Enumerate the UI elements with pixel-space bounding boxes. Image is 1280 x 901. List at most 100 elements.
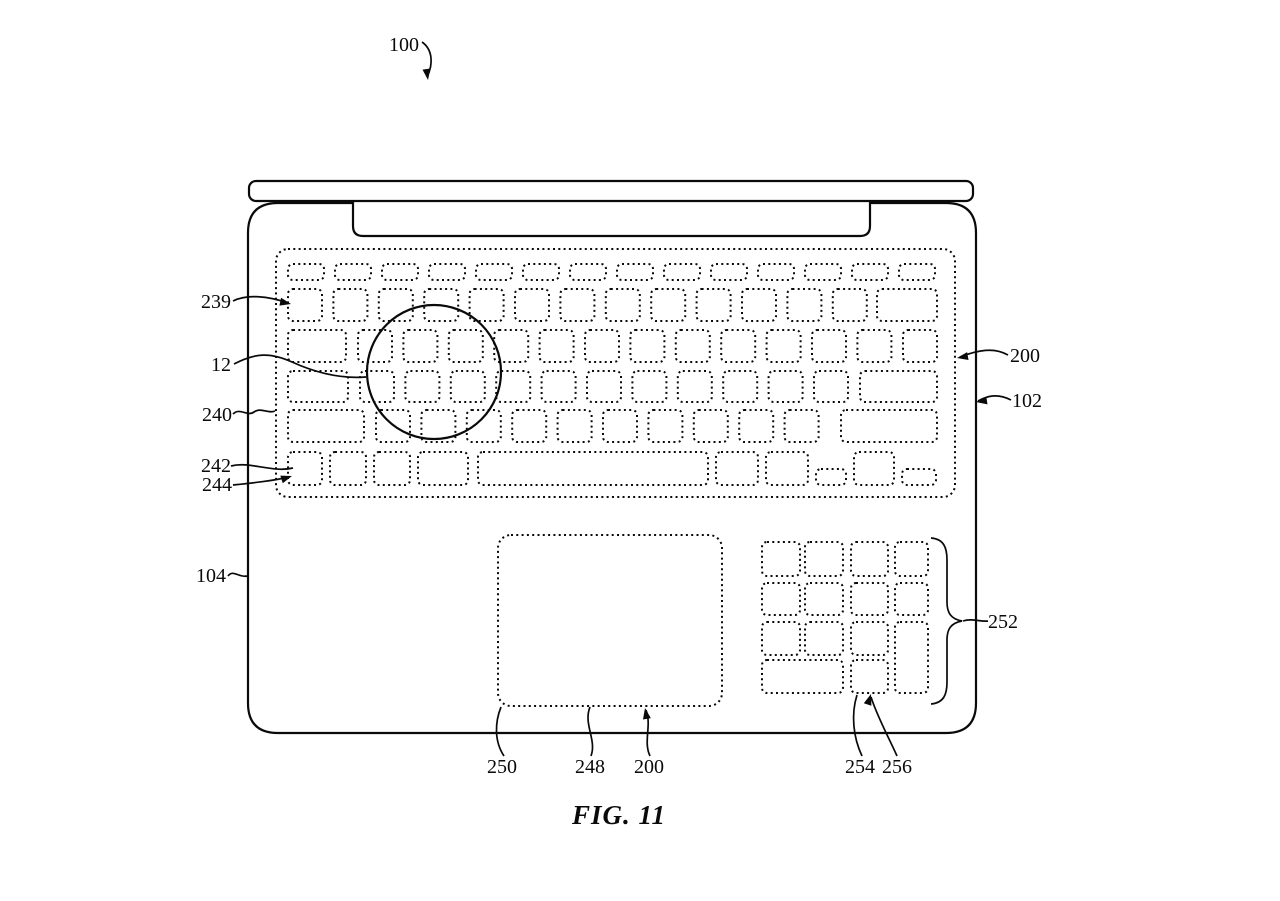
keyboard-key bbox=[559, 288, 596, 322]
keyboard-key bbox=[287, 370, 349, 403]
keyboard-key bbox=[449, 370, 486, 403]
arrowhead-256 bbox=[863, 694, 872, 706]
leader-250 bbox=[495, 706, 505, 757]
keyboard-key bbox=[586, 370, 622, 403]
keyboard-key bbox=[420, 409, 457, 443]
leader-239 bbox=[232, 295, 289, 304]
ref-label-200-keyboard: 200 bbox=[1010, 345, 1040, 367]
numpad-key bbox=[894, 582, 929, 616]
keyboard-key bbox=[465, 409, 502, 443]
ref-label-200-trackpad: 200 bbox=[634, 756, 664, 778]
leader-244 bbox=[232, 476, 290, 486]
keyboard-key bbox=[287, 451, 323, 486]
keyboard-key bbox=[495, 370, 532, 403]
keyboard-key bbox=[859, 370, 938, 403]
key-detail-circle bbox=[365, 303, 503, 441]
leader-lines bbox=[227, 41, 1012, 757]
keyboard-key bbox=[813, 370, 849, 403]
ref-label-248: 248 bbox=[575, 756, 605, 778]
numpad-key bbox=[761, 621, 801, 656]
keyboard-key bbox=[514, 288, 550, 322]
reference-labels: 100 239 12 240 242 244 104 200 102 252 2… bbox=[196, 34, 1042, 778]
keyboard-key bbox=[381, 263, 419, 281]
keyboard-key bbox=[493, 329, 530, 363]
ref-label-252: 252 bbox=[988, 611, 1018, 633]
ref-label-239: 239 bbox=[201, 291, 231, 313]
leader-242 bbox=[230, 463, 294, 471]
numpad-key bbox=[804, 621, 844, 656]
arrowhead-244 bbox=[280, 475, 292, 484]
keyboard-key bbox=[851, 263, 889, 281]
numpad-key bbox=[850, 659, 889, 694]
ref-label-244: 244 bbox=[202, 474, 232, 496]
keyboard-key bbox=[538, 329, 575, 363]
keyboard-key bbox=[522, 263, 560, 281]
keyboard-key bbox=[375, 409, 411, 443]
keyboard-key bbox=[511, 409, 548, 443]
keyboard-key bbox=[417, 451, 469, 486]
arrowhead-200-trackpad bbox=[642, 708, 651, 720]
keyboard-key bbox=[765, 329, 802, 363]
trackpad bbox=[497, 534, 723, 707]
keyboard-key bbox=[332, 288, 369, 322]
keyboard-key bbox=[287, 263, 325, 281]
numpad-key bbox=[850, 541, 889, 577]
numpad-key bbox=[894, 541, 929, 577]
keyboard-key bbox=[676, 370, 713, 403]
leader-254 bbox=[852, 694, 863, 757]
keyboard-key bbox=[334, 263, 372, 281]
ref-label-256: 256 bbox=[882, 756, 912, 778]
keyboard-key bbox=[287, 409, 365, 443]
ref-label-242: 242 bbox=[201, 455, 231, 477]
keyboard-key bbox=[695, 288, 732, 322]
numpad-key bbox=[804, 541, 844, 577]
keyboard-key bbox=[898, 263, 936, 281]
keyboard-key bbox=[404, 370, 441, 403]
keyboard-key bbox=[329, 451, 367, 486]
keyboard-key bbox=[357, 329, 393, 363]
keyboard-key bbox=[856, 329, 893, 363]
ref-label-240: 240 bbox=[202, 404, 232, 426]
keyboard-key bbox=[647, 409, 684, 443]
leader-240 bbox=[232, 409, 276, 415]
ref-label-254: 254 bbox=[845, 756, 875, 778]
keyboard-key bbox=[674, 329, 711, 363]
keyboard-key bbox=[722, 370, 759, 403]
leader-104 bbox=[227, 572, 248, 578]
numpad-key bbox=[761, 659, 844, 694]
numpad-key bbox=[894, 621, 929, 694]
ref-label-102: 102 bbox=[1012, 390, 1042, 412]
numpad-key bbox=[850, 582, 889, 616]
keyboard-key bbox=[287, 288, 323, 322]
arrowhead-102 bbox=[976, 396, 988, 405]
keyboard-key bbox=[287, 329, 347, 363]
keyboard-key bbox=[475, 263, 513, 281]
leader-12 bbox=[233, 354, 367, 379]
numpad-brace bbox=[930, 537, 963, 705]
laptop-drawing bbox=[246, 179, 978, 735]
keyboard-key bbox=[902, 329, 938, 363]
keyboard-key bbox=[602, 409, 638, 443]
keyboard-key bbox=[604, 288, 641, 322]
keyboard-key bbox=[629, 329, 666, 363]
leader-256 bbox=[870, 696, 898, 757]
keyboard-key bbox=[767, 370, 804, 403]
keyboard-key bbox=[853, 451, 895, 486]
ref-label-12: 12 bbox=[211, 354, 231, 376]
keyboard-key bbox=[692, 409, 729, 443]
keyboard-key bbox=[757, 263, 795, 281]
figure-caption: FIG. 11 bbox=[571, 800, 666, 830]
keyboard-key bbox=[569, 263, 607, 281]
keyboard-key bbox=[811, 329, 847, 363]
keyboard-boundary bbox=[275, 248, 956, 498]
keyboard-key bbox=[840, 409, 938, 443]
keyboard-key bbox=[663, 263, 701, 281]
keyboard-key bbox=[377, 288, 414, 322]
laptop-lid-edge bbox=[247, 179, 975, 203]
keyboard-key bbox=[468, 288, 505, 322]
keyboard-key bbox=[423, 288, 460, 322]
numpad-key bbox=[761, 541, 801, 577]
arrowhead-239 bbox=[279, 297, 291, 306]
